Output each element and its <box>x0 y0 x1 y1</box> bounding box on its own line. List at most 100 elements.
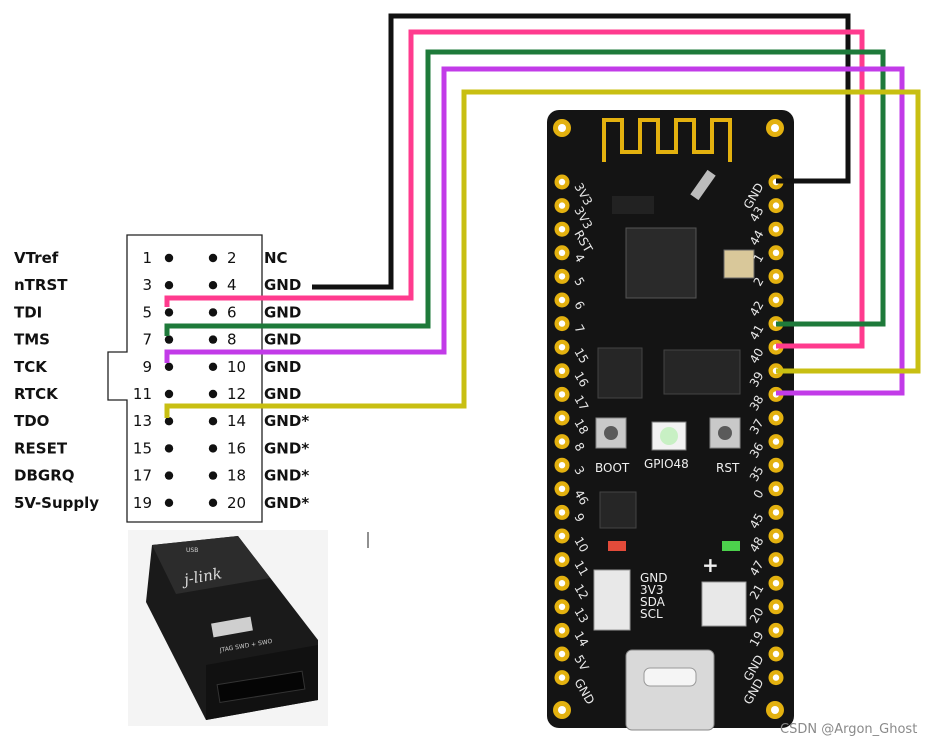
pin-label: 37 <box>747 417 767 437</box>
usb-c-opening <box>643 667 697 687</box>
i2c-connector <box>593 569 631 631</box>
crystal <box>690 169 716 201</box>
pin-label: 41 <box>747 322 767 342</box>
header-pin: 15 <box>554 339 591 366</box>
pin-hole <box>558 509 566 516</box>
header-pin: 36 <box>747 434 784 460</box>
flash-chip <box>597 347 643 399</box>
pin-label: 10 <box>571 535 591 555</box>
pin-hole <box>772 580 780 587</box>
connector-outline <box>107 234 263 523</box>
pin-hole <box>772 532 780 540</box>
right-signal-label: GND* <box>264 467 309 485</box>
left-pin-number: 19 <box>133 494 152 512</box>
left-signal-label: VTref <box>14 249 59 267</box>
right-pin-number: 6 <box>227 303 237 321</box>
pin-hole <box>772 674 780 681</box>
right-pin-number: 8 <box>227 331 237 349</box>
header-pin: 43 <box>747 198 784 224</box>
header-pin: 10 <box>554 528 591 555</box>
wire-tck <box>164 66 905 396</box>
pin-hole <box>772 627 780 634</box>
pin-hole <box>558 650 566 658</box>
header-pin: 37 <box>747 410 784 437</box>
mcu-chip <box>625 227 697 299</box>
pin-hole <box>558 580 566 587</box>
header-pin: 11 <box>554 552 591 578</box>
header-pin: 5V <box>554 646 592 674</box>
right-pin-number: 16 <box>227 439 246 457</box>
right-signal-label: GND <box>264 276 301 294</box>
right-header: GND43441242414039383736350454847212019GN… <box>741 174 784 707</box>
gpio48-label: GPIO48 <box>644 457 689 471</box>
usb-c-port <box>625 649 715 731</box>
rst-label: RST <box>716 461 740 475</box>
pin-label: 39 <box>747 369 767 389</box>
status-led <box>722 541 740 551</box>
right-signal-label: GND <box>264 331 301 349</box>
pin-hole <box>772 249 780 256</box>
header-pin: 21 <box>747 575 784 602</box>
pin-hole <box>772 603 780 610</box>
header-pin: 17 <box>554 386 591 413</box>
left-pin-number: 5 <box>142 303 152 321</box>
left-pin-number: 13 <box>133 412 152 430</box>
pin-dot <box>208 498 218 507</box>
probe-usb-label: USB <box>186 547 198 554</box>
pin-hole <box>772 296 780 304</box>
pin-hole <box>558 532 566 540</box>
pin-label: 38 <box>747 393 767 413</box>
pin-label: 44 <box>747 228 767 248</box>
header-pin: 35 <box>747 457 784 484</box>
i2c-pin-label: 3V3 <box>640 583 663 597</box>
pin-hole <box>558 249 566 256</box>
pin-hole <box>558 603 566 610</box>
left-signal-label: nTRST <box>14 276 68 294</box>
oscillator <box>723 249 755 279</box>
jlink-probe: j-link USB JTAG SWD + SWO <box>128 530 328 726</box>
pin-dot <box>208 417 218 426</box>
pin-hole <box>558 485 566 492</box>
pin-label: 19 <box>747 629 767 649</box>
pin-label: 36 <box>747 440 767 460</box>
left-signal-label: TCK <box>14 358 48 376</box>
header-pin: 20 <box>747 599 784 626</box>
left-pin-number: 17 <box>133 467 152 485</box>
header-pin: 18 <box>554 410 591 437</box>
power-led <box>608 541 626 551</box>
regulator <box>599 491 637 529</box>
left-pin-number: 15 <box>133 439 152 457</box>
pin-label: 46 <box>571 487 591 507</box>
pin-dot <box>164 444 174 453</box>
right-signal-label: GND <box>264 385 301 403</box>
i2c-pin-label: SCL <box>640 607 663 621</box>
left-signal-label: RTCK <box>14 385 59 403</box>
right-pin-number: 20 <box>227 494 246 512</box>
pin-hole <box>558 438 566 445</box>
pin-dot <box>164 471 174 480</box>
pin-label: 13 <box>571 605 591 625</box>
pin-dot <box>164 253 174 263</box>
boot-label: BOOT <box>595 461 630 475</box>
pin-hole <box>558 627 566 634</box>
pin-hole <box>772 226 780 233</box>
pin-hole <box>772 650 780 658</box>
pin-hole <box>558 178 566 186</box>
left-pin-number: 1 <box>142 249 152 267</box>
left-signal-label: TDI <box>14 303 42 321</box>
right-signal-label: GND* <box>264 494 309 512</box>
mounting-holes <box>553 119 784 719</box>
pin-dot <box>208 308 218 317</box>
pin-dot <box>164 498 174 507</box>
